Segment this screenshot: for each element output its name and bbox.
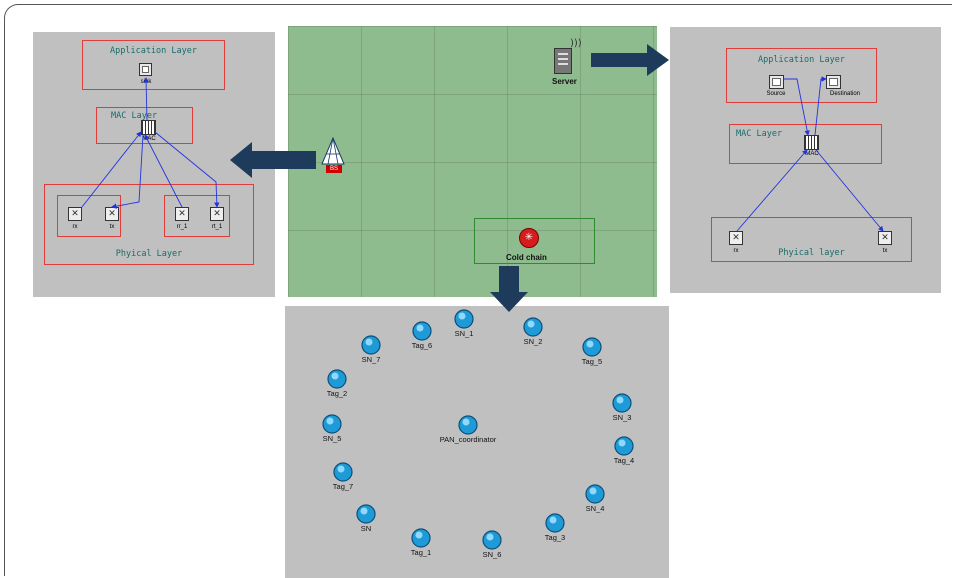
sensor-node-icon[interactable] [322, 414, 342, 434]
sensor-node-highlight [589, 487, 597, 495]
sensor-node-highlight [415, 531, 423, 539]
sensor-node-label: Tag_7 [332, 482, 354, 491]
sensor-node-label: SN_1 [454, 329, 474, 338]
sensor-node-label: Tag_4 [613, 456, 635, 465]
sensor-node-label: Tag_1 [410, 548, 432, 557]
left-panel-links [81, 77, 220, 209]
sensor-node-label: Tag_3 [544, 533, 566, 542]
figure-frame [4, 4, 952, 576]
rt-1-label: rt_1 [211, 224, 223, 230]
sensor-node-highlight [618, 439, 626, 447]
sensor-node-label: Tag_2 [326, 389, 348, 398]
sensor-node-highlight [527, 320, 535, 328]
right-application-layer-label: Application Layer [758, 55, 845, 65]
sensor-node-highlight [337, 465, 345, 473]
sensor-node-highlight [458, 312, 466, 320]
source-module-icon[interactable] [769, 75, 784, 89]
sensor-node-label: SN_4 [585, 504, 605, 513]
wsn-topology-panel [285, 306, 669, 578]
sensor-node-highlight [360, 507, 368, 515]
right-mac-label: MAC [805, 151, 819, 157]
rr-1-antenna-icon[interactable]: ✕ [175, 207, 189, 221]
sensor-node-icon[interactable] [482, 530, 502, 550]
cold-chain-label: Cold chain [506, 253, 547, 262]
sensor-node-label: SN_7 [361, 355, 381, 364]
bs-tower-icon[interactable] [321, 136, 345, 165]
arrow-to-right-panel [591, 44, 669, 76]
left-application-layer-box: Application Layer [82, 40, 225, 90]
sensor-node-icon[interactable] [612, 393, 632, 413]
sensor-node-label: PAN_coordinator [439, 435, 497, 444]
server-icon[interactable] [554, 48, 572, 74]
left-application-layer-label: Application Layer [110, 46, 197, 56]
left-physical-layer-box: Phyical Layer [44, 184, 254, 265]
network-field-panel: ))) Server BS ✳ Cold chain [288, 26, 657, 297]
left-tx-label: tx [109, 224, 115, 230]
right-physical-layer-label: Phyical layer [778, 248, 845, 258]
cold-chain-icon[interactable]: ✳ [519, 228, 539, 248]
sensor-node-icon[interactable] [614, 436, 634, 456]
right-physical-layer-box: Phyical layer [711, 217, 912, 262]
arrow-to-left-panel [230, 142, 316, 178]
sensor-node-icon[interactable] [458, 415, 478, 435]
arrow-to-bottom-panel [490, 266, 528, 312]
sensor-nodes [322, 309, 634, 550]
right-panel-links [736, 76, 884, 232]
sensor-node-highlight [462, 418, 470, 426]
right-rx-label: rx [733, 248, 739, 254]
sensor-node-icon[interactable] [356, 504, 376, 524]
sensor-node-label: SN [360, 524, 372, 533]
rr-1-label: rr_1 [176, 224, 188, 230]
sensor-node-icon[interactable] [585, 484, 605, 504]
sensor-node-icon[interactable] [545, 513, 565, 533]
destination-module-icon[interactable] [826, 75, 841, 89]
right-tx-antenna-icon[interactable]: ✕ [878, 231, 892, 245]
sensor-node-icon[interactable] [454, 309, 474, 329]
left-mac-layer-label: MAC Layer [111, 111, 158, 121]
sensor-node-label: Tag_6 [411, 341, 433, 350]
sink-module-icon[interactable] [139, 63, 152, 76]
sensor-node-icon[interactable] [411, 528, 431, 548]
cold-chain-box [474, 218, 595, 264]
sensor-node-highlight [549, 516, 557, 524]
sensor-node-highlight [616, 396, 624, 404]
sensor-node-icon[interactable] [361, 335, 381, 355]
sensor-node-highlight [416, 324, 424, 332]
sensor-node-icon[interactable] [582, 337, 602, 357]
source-label: Source [766, 91, 786, 97]
right-node-model-panel: Application Layer Source Destination MAC… [670, 27, 941, 293]
right-mac-layer-label: MAC Layer [736, 129, 783, 139]
sensor-node-label: SN_5 [322, 434, 342, 443]
sensor-node-highlight [486, 533, 494, 541]
sensor-node-highlight [365, 338, 373, 346]
sensor-node-highlight [326, 417, 334, 425]
sensor-node-label: Tag_5 [581, 357, 603, 366]
sensor-node-label: SN_6 [482, 550, 502, 559]
left-node-model-panel: Application Layer sink MAC Layer MAC Phy… [33, 32, 275, 297]
server-wifi-icon: ))) [570, 38, 582, 49]
bs-label: BS [326, 165, 342, 173]
server-label: Server [552, 77, 577, 86]
right-tx-label: tx [882, 248, 888, 254]
destination-label: Destination [829, 91, 861, 97]
left-rx-label: rx [72, 224, 78, 230]
sensor-node-icon[interactable] [333, 462, 353, 482]
sensor-node-highlight [586, 340, 594, 348]
left-mac-layer-box: MAC Layer [96, 107, 193, 144]
left-radio-box-2 [164, 195, 230, 237]
sensor-node-icon[interactable] [327, 369, 347, 389]
right-rx-antenna-icon[interactable]: ✕ [729, 231, 743, 245]
sensor-node-icon[interactable] [523, 317, 543, 337]
left-radio-box-1 [57, 195, 121, 237]
center-panel-shapes [321, 136, 345, 165]
left-physical-layer-label: Phyical Layer [115, 249, 183, 259]
sensor-node-label: SN_3 [612, 413, 632, 422]
sensor-node-highlight [331, 372, 339, 380]
right-mac-module-icon[interactable] [804, 135, 819, 150]
left-rx-antenna-icon[interactable]: ✕ [68, 207, 82, 221]
sensor-node-label: SN_2 [523, 337, 543, 346]
